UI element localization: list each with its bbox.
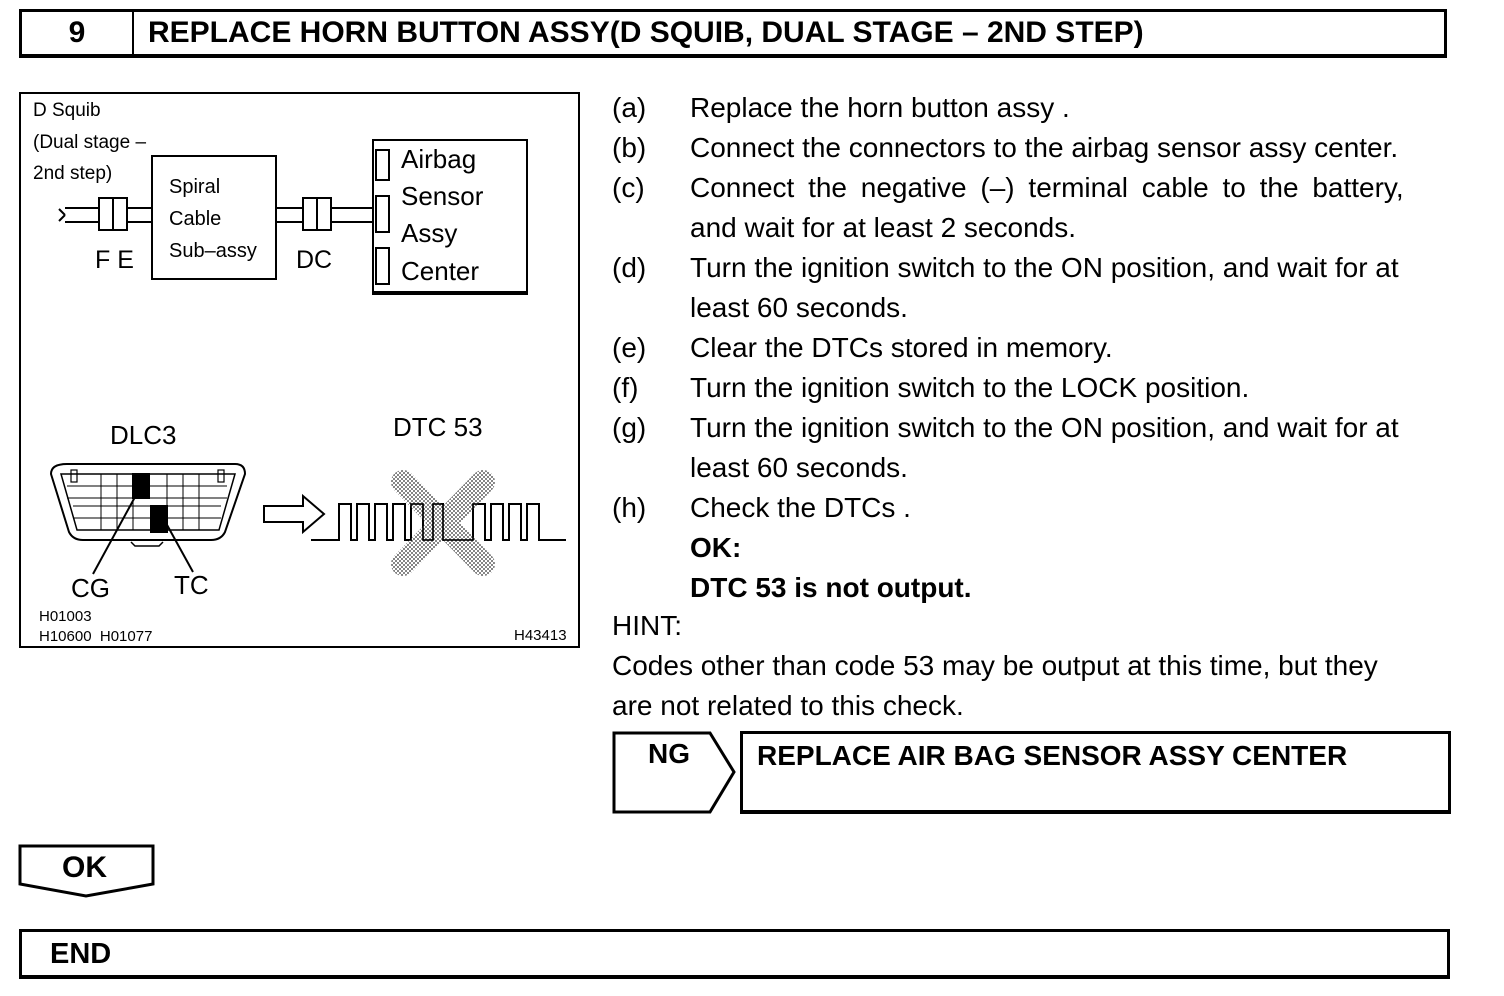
spiral-label-3: Sub–assy	[169, 240, 257, 262]
dtc-waveform-overlay	[311, 503, 566, 541]
step-number: 9	[22, 12, 134, 54]
step-header: 9 REPLACE HORN BUTTON ASSY(D SQUIB, DUAL…	[19, 9, 1447, 58]
step-g: (g) Turn the ignition switch to the ON p…	[612, 408, 1456, 488]
step-text-line: least 60 seconds.	[690, 292, 908, 323]
step-b: (b) Connect the connectors to the airbag…	[612, 128, 1456, 168]
step-title: REPLACE HORN BUTTON ASSY(D SQUIB, DUAL S…	[148, 16, 1144, 49]
arrow-icon	[263, 493, 326, 535]
step-text: Clear the DTCs stored in memory.	[690, 332, 1113, 363]
step-text-line: Turn the ignition switch to the ON posit…	[690, 252, 1399, 283]
hint-label: HINT:	[612, 610, 682, 641]
ng-action-box: REPLACE AIR BAG SENSOR ASSY CENTER	[740, 731, 1451, 814]
ref-code-1: H01003	[39, 608, 92, 625]
step-text-line: Connect the negative (–) terminal cable …	[690, 168, 1456, 208]
procedure-steps: (a) Replace the horn button assy . (b) C…	[612, 88, 1456, 608]
step-text: Replace the horn button assy .	[690, 92, 1070, 123]
step-d: (d) Turn the ignition switch to the ON p…	[612, 248, 1456, 328]
dtc-53-label: DTC 53	[393, 412, 483, 442]
ng-label: NG	[648, 738, 690, 769]
step-e: (e) Clear the DTCs stored in memory.	[612, 328, 1456, 368]
airbag-sensor-box	[372, 139, 528, 295]
dlc3-connector	[49, 463, 247, 575]
dlc3-label: DLC3	[110, 420, 176, 450]
hint-section: HINT: Codes other than code 53 may be ou…	[612, 606, 1456, 726]
ok-label: OK	[62, 851, 107, 884]
squib-label-2: (Dual stage –	[33, 132, 146, 153]
step-text-line: least 60 seconds.	[690, 452, 908, 483]
ng-arrow-box	[612, 731, 736, 814]
step-letter: (c)	[612, 172, 645, 203]
end-label: END	[50, 938, 112, 970]
step-letter: (a)	[612, 92, 647, 123]
step-f: (f) Turn the ignition switch to the LOCK…	[612, 368, 1456, 408]
spiral-cable-box	[151, 155, 277, 280]
squib-label-1: D Squib	[33, 100, 101, 121]
step-text: Turn the ignition switch to the LOCK pos…	[690, 372, 1250, 403]
ng-action-text: REPLACE AIR BAG SENSOR ASSY CENTER	[757, 740, 1348, 771]
hint-text-line: are not related to this check.	[612, 690, 964, 721]
step-text: Connect the connectors to the airbag sen…	[690, 132, 1399, 163]
step-letter: (h)	[612, 492, 647, 523]
step-text-line: Turn the ignition switch to the ON posit…	[690, 412, 1399, 443]
airbag-label-1: Airbag	[401, 144, 476, 174]
squib-label-3: 2nd step)	[33, 163, 112, 184]
airbag-label-4: Center	[401, 256, 479, 286]
squib-connector-fe	[58, 197, 152, 231]
connector-dc	[276, 197, 373, 231]
step-letter: (e)	[612, 332, 647, 363]
tc-pin	[150, 505, 168, 533]
spiral-label-1: Spiral	[169, 176, 220, 198]
ok-result-label: OK:	[690, 532, 742, 563]
wiring-diagram-figure: D Squib (Dual stage – 2nd step) F E Spir…	[19, 92, 580, 648]
spiral-label-2: Cable	[169, 208, 221, 230]
tc-label: TC	[174, 570, 209, 600]
step-letter: (b)	[612, 132, 647, 163]
end-box: END	[19, 929, 1450, 979]
airbag-label-3: Assy	[401, 218, 457, 248]
airbag-label-2: Sensor	[401, 181, 484, 211]
step-a: (a) Replace the horn button assy .	[612, 88, 1456, 128]
step-c: (c) Connect the negative (–) terminal ca…	[612, 168, 1456, 248]
step-h: (h) Check the DTCs . OK: DTC 53 is not o…	[612, 488, 1456, 608]
diagram-svg: D Squib (Dual stage – 2nd step) F E Spir…	[33, 100, 567, 645]
connector-dc-label: DC	[296, 246, 332, 274]
hint-text-line: Codes other than code 53 may be output a…	[612, 650, 1378, 681]
connector-fe-label: F E	[95, 246, 134, 274]
figure-code: H43413	[514, 627, 567, 644]
ref-code-2: H10600 H01077	[39, 628, 152, 645]
step-letter: (g)	[612, 412, 647, 443]
ok-result-text: DTC 53 is not output.	[690, 572, 972, 603]
step-text-line: Check the DTCs .	[690, 492, 911, 523]
cg-label: CG	[71, 573, 110, 603]
step-text: Connect the negative (–) terminal cable …	[690, 172, 1404, 203]
ok-arrow-box	[18, 844, 155, 898]
step-text-line: and wait for at least 2 seconds.	[690, 212, 1076, 243]
step-letter: (f)	[612, 372, 639, 403]
step-letter: (d)	[612, 252, 647, 283]
